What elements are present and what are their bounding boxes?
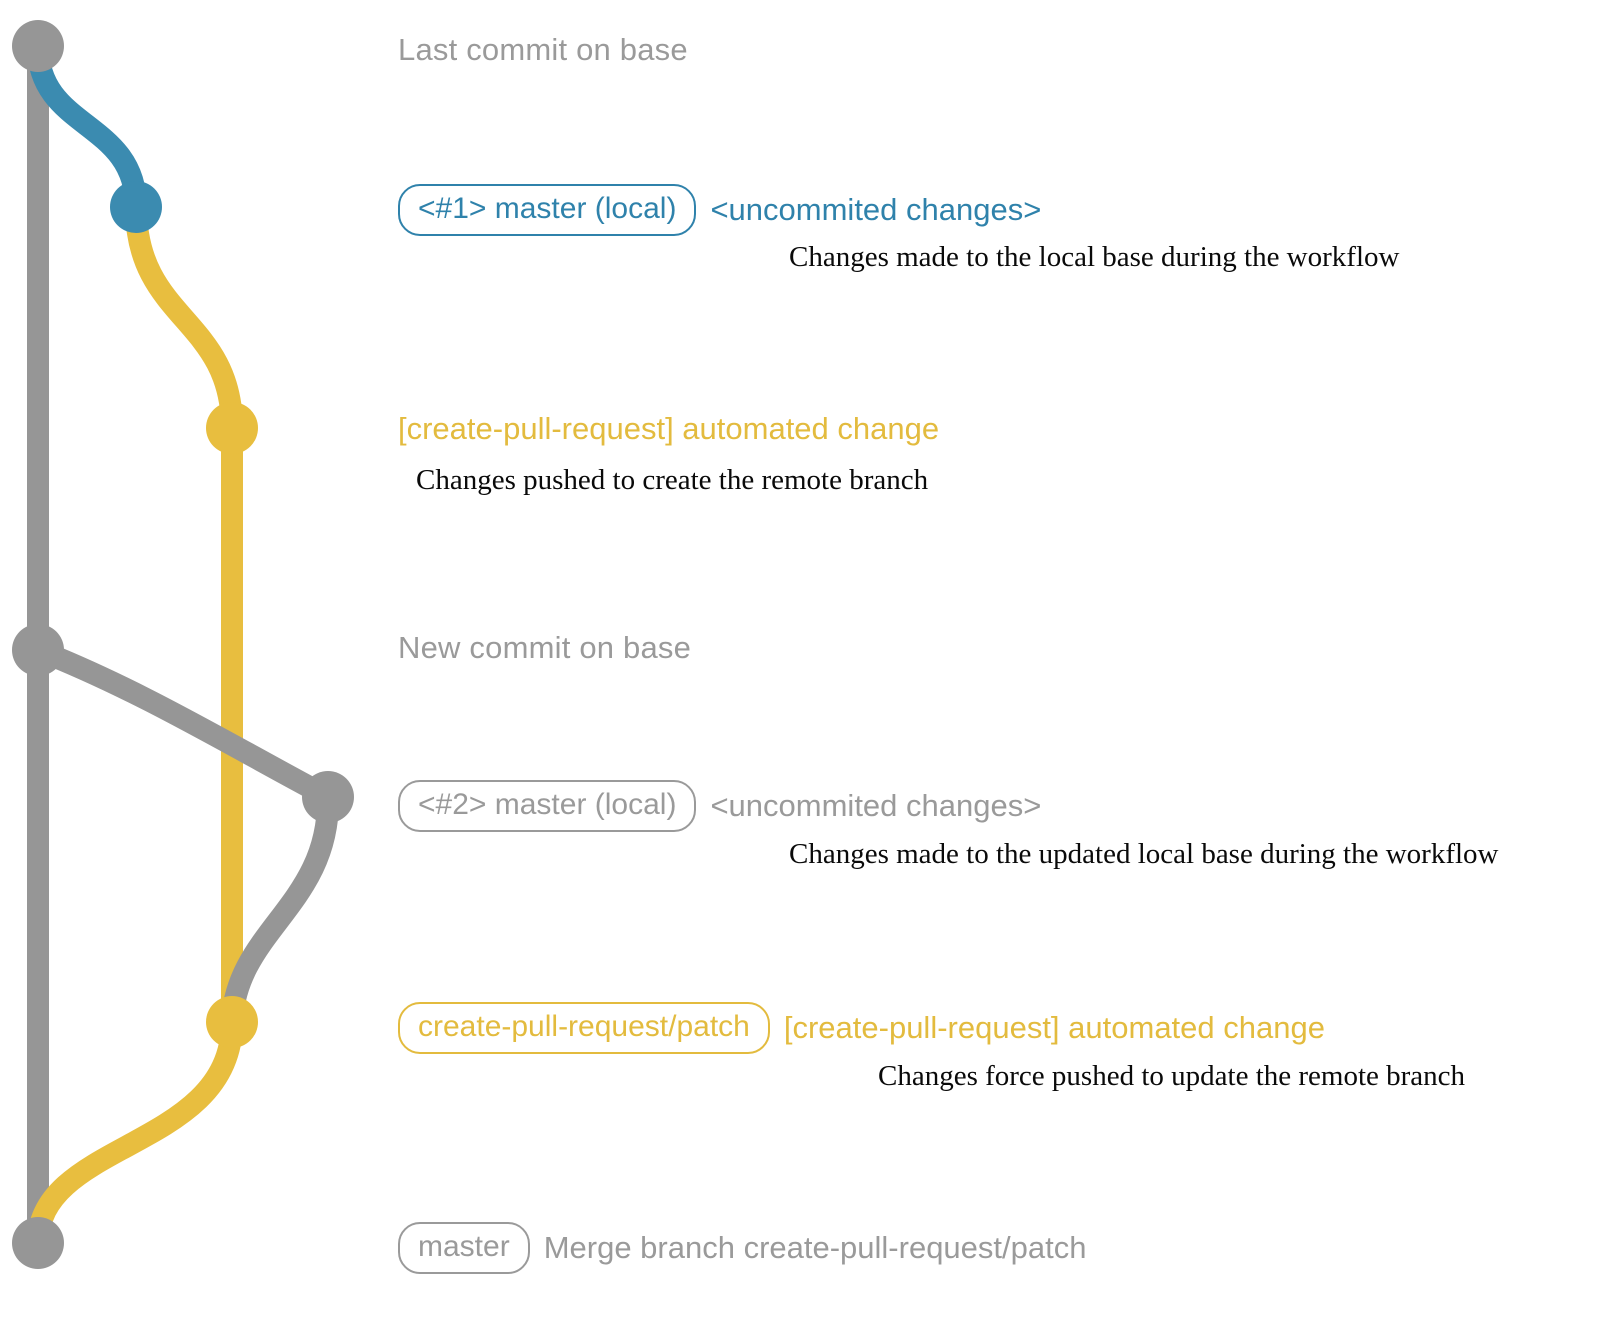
- edge-patch-to-merge: [27, 1011, 243, 1254]
- edge-base-to-local-2: [27, 639, 339, 808]
- commit-note-patch-branch: Changes force pushed to update the remot…: [878, 1060, 1466, 1092]
- commit-message-master-merge: Merge branch create-pull-request/patch: [543, 1230, 1087, 1265]
- commit-row-patch-branch: create-pull-request/patch [create-pull-r…: [398, 1002, 1325, 1054]
- commit-node-master-local-1[interactable]: [110, 181, 162, 233]
- branch-badge-master-local-1[interactable]: <#1> master (local): [398, 184, 697, 236]
- commit-row-master-merge: master Merge branch create-pull-request/…: [398, 1222, 1086, 1274]
- edge-local-1-to-patch-1: [125, 196, 243, 439]
- commit-node-new-commit-on-base[interactable]: [12, 624, 64, 676]
- commit-note-master-local-1: Changes made to the local base during th…: [789, 241, 1400, 273]
- edge-base-to-local-1: [27, 35, 147, 218]
- branch-badge-master[interactable]: master: [398, 1222, 530, 1274]
- commit-message-master-local-1: <uncommited changes>: [710, 192, 1042, 227]
- commit-node-master-local-2[interactable]: [302, 771, 354, 823]
- commit-note-automated-change-1: Changes pushed to create the remote bran…: [416, 464, 929, 496]
- branch-badge-patch-branch[interactable]: create-pull-request/patch: [398, 1002, 770, 1054]
- commit-row-master-local-2: <#2> master (local) <uncommited changes>: [398, 780, 1041, 832]
- edge-local-2-to-patch-2: [221, 786, 340, 1033]
- commit-row-master-local-1: <#1> master (local) <uncommited changes>: [398, 184, 1041, 236]
- commit-message-automated-change-1: [create-pull-request] automated change: [398, 411, 940, 446]
- commit-node-master-merge[interactable]: [12, 1217, 64, 1269]
- commit-message-new-commit-on-base: New commit on base: [398, 630, 692, 665]
- commit-message-last-commit-on-base: Last commit on base: [398, 32, 688, 67]
- commit-row-last-commit-on-base: Last commit on base: [398, 32, 688, 68]
- commit-row-new-commit-on-base: New commit on base: [398, 630, 691, 666]
- commit-node-automated-change-1[interactable]: [206, 402, 258, 454]
- commit-row-automated-change-1: [create-pull-request] automated change: [398, 411, 939, 447]
- commit-note-master-local-2: Changes made to the updated local base d…: [789, 838, 1499, 870]
- branch-badge-master-local-2[interactable]: <#2> master (local): [398, 780, 697, 832]
- commit-node-last-commit-on-base[interactable]: [12, 20, 64, 72]
- graph-nodes: [12, 20, 354, 1269]
- commit-message-patch-branch: [create-pull-request] automated change: [783, 1010, 1325, 1045]
- commit-message-master-local-2: <uncommited changes>: [710, 788, 1042, 823]
- commit-node-patch-branch[interactable]: [206, 996, 258, 1048]
